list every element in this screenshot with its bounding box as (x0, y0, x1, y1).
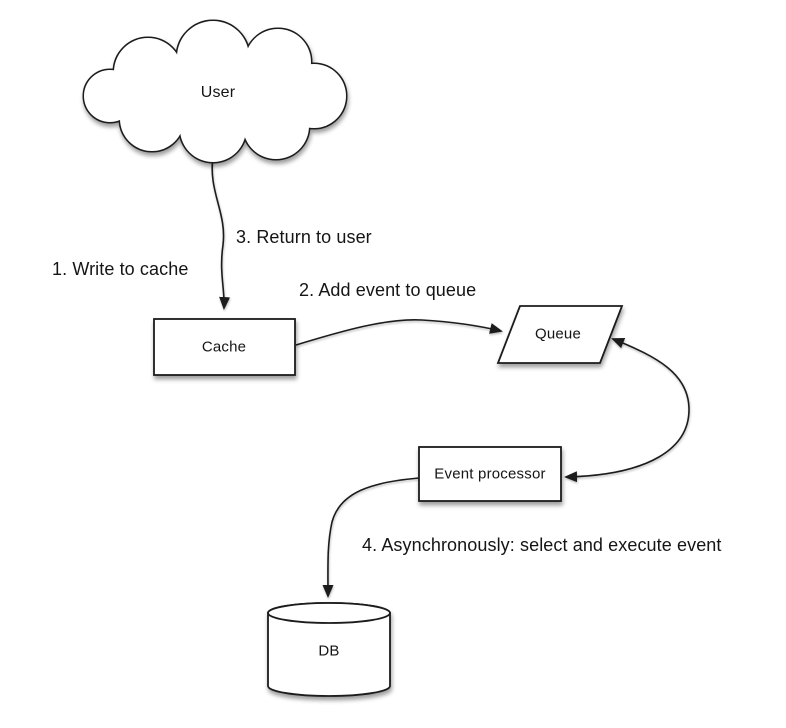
event-processor-node-label: Event processor (434, 465, 546, 483)
step4-label: 4. Asynchronously: select and execute ev… (362, 535, 722, 555)
edge-cache-queue (295, 318, 503, 346)
queue-node-label: Queue (534, 325, 582, 343)
db-node-label: DB (318, 642, 340, 660)
cache-rect-shape (153, 318, 296, 376)
edge-user-cache (211, 155, 231, 310)
connector-group (211, 155, 690, 598)
user-node-label: User (200, 84, 236, 101)
edge-event-processor-db (322, 477, 420, 598)
db-cylinder-shape (267, 602, 391, 697)
step3-label: 3. Return to user (236, 227, 372, 247)
step1-label: 1. Write to cache (52, 259, 189, 279)
user-cloud-shape (82, 19, 348, 164)
queue-parallelogram-shape (496, 305, 624, 364)
step2-label: 2. Add event to queue (299, 280, 477, 300)
event-processor-rect-shape (418, 446, 562, 502)
edge-queue-event-processor (564, 337, 690, 483)
cache-node-label: Cache (201, 338, 247, 356)
